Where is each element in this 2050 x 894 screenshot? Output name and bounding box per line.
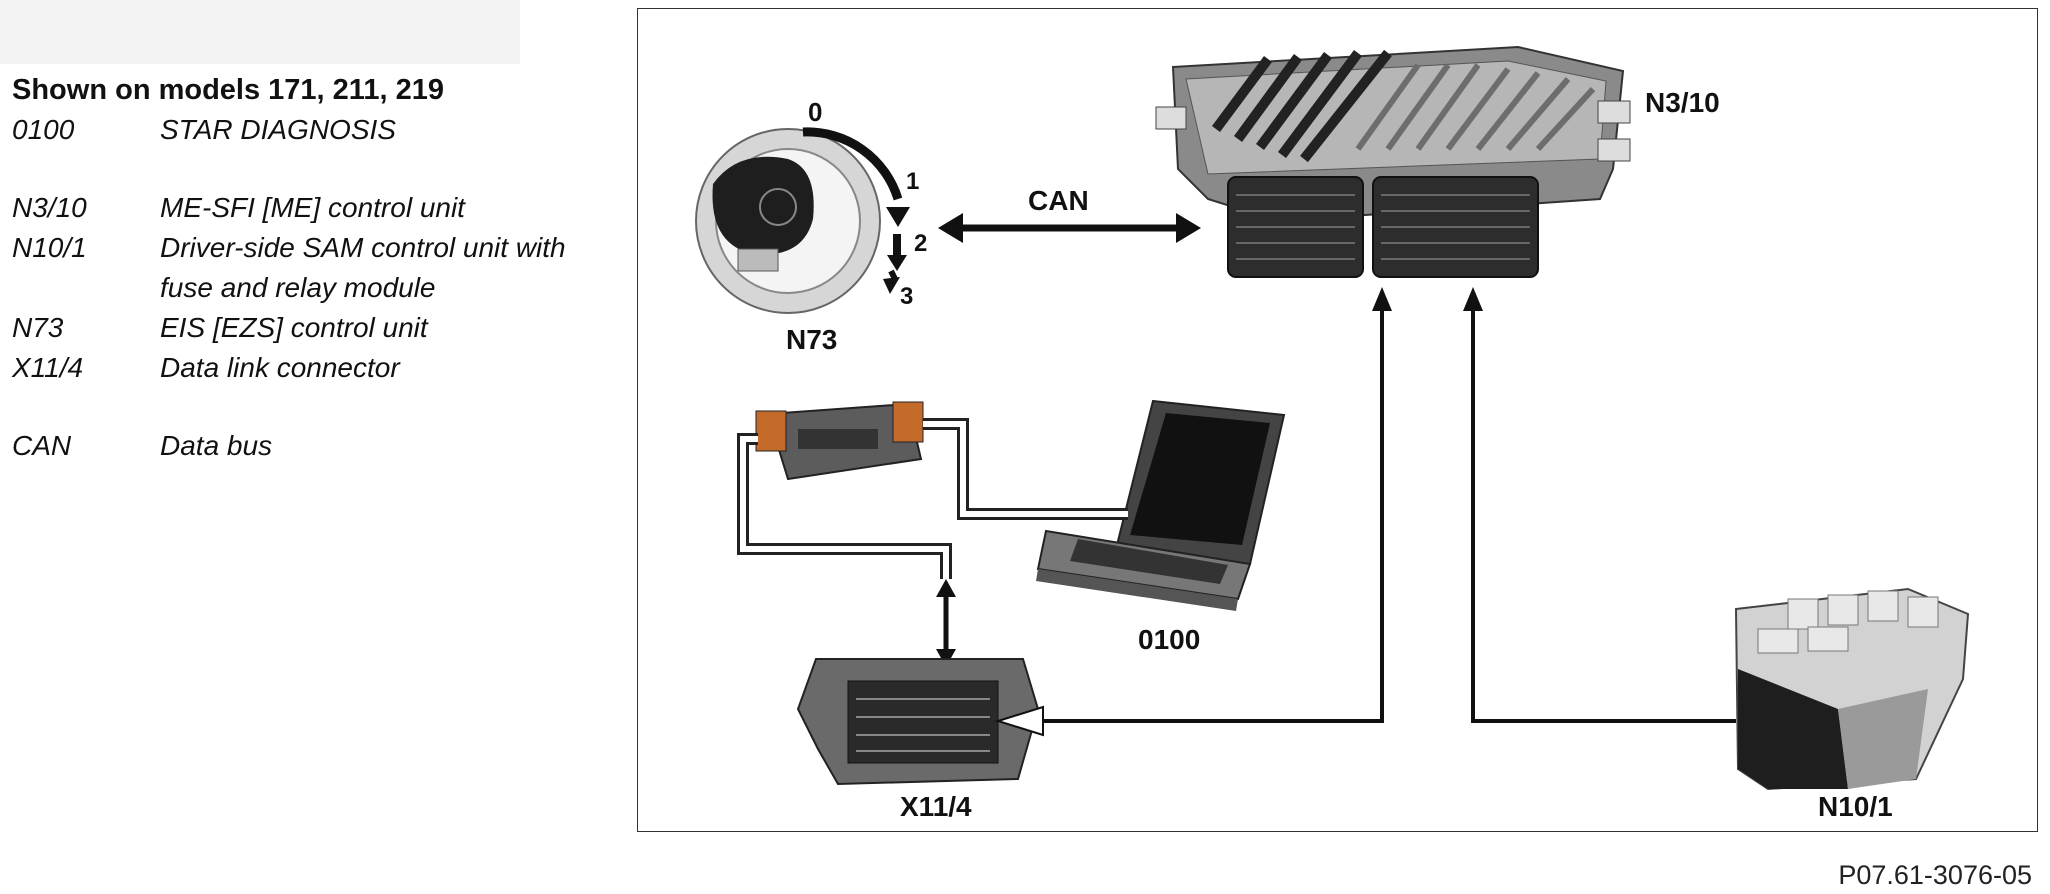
label-key-pos-1: 1 — [906, 168, 919, 195]
legend-desc: STAR DIAGNOSIS — [160, 114, 396, 145]
legend-item-0100: 0100 STAR DIAGNOSIS — [12, 110, 642, 150]
label-key-pos-2: 2 — [914, 230, 927, 257]
legend-code: N3/10 — [12, 192, 87, 223]
label-n73: N73 — [786, 324, 837, 355]
ecu-n3-10 — [1155, 45, 1631, 278]
star-diagnosis-laptop — [1036, 399, 1286, 611]
legend-item-n10-1: N10/1 Driver-side SAM control unit with … — [12, 228, 642, 308]
header-band — [0, 0, 520, 64]
interface-x11-4-arrow — [936, 579, 956, 667]
label-key-pos-0: 0 — [808, 97, 822, 127]
can-label: CAN — [1028, 185, 1089, 216]
label-n10-1: N10/1 — [1818, 791, 1893, 822]
legend-code: CAN — [12, 430, 72, 461]
sam-control-unit-n10-1 — [1734, 587, 1970, 791]
legend-item-n3-10: N3/10 ME-SFI [ME] control unit — [12, 188, 642, 228]
legend: Shown on models 171, 211, 219 0100 STAR … — [12, 66, 642, 466]
legend-item-can: CAN Data bus — [12, 426, 642, 466]
legend-desc: EIS [EZS] control unit — [160, 312, 428, 343]
label-0100: 0100 — [1138, 624, 1200, 655]
legend-code: 0100 — [12, 114, 75, 145]
legend-desc: ME-SFI [ME] control unit — [160, 192, 465, 223]
legend-desc: Data link connector — [160, 352, 400, 383]
legend-desc: Data bus — [160, 430, 273, 461]
legend-desc: Driver-side SAM control unit with fuse a… — [160, 228, 642, 308]
legend-desc-line1: Driver-side SAM control unit with — [160, 232, 566, 263]
label-x11-4: X11/4 — [900, 791, 972, 822]
n10-1-to-n3-10-line — [1463, 287, 1736, 723]
label-n3-10: N3/10 — [1645, 87, 1720, 118]
legend-desc-line2: fuse and relay module — [160, 272, 436, 303]
legend-heading: Shown on models 171, 211, 219 — [12, 74, 444, 106]
legend-code: N73 — [12, 312, 64, 343]
diagram-frame: CAN — [637, 8, 2038, 832]
wiring-diagram: CAN — [695, 45, 1970, 822]
eis-n73 — [695, 127, 910, 314]
legend-item-x11-4: X11/4 Data link connector — [12, 348, 642, 388]
label-key-pos-3: 3 — [900, 283, 913, 310]
legend-code: X11/4 — [12, 352, 84, 383]
legend-gap — [12, 388, 642, 426]
legend-gap — [12, 150, 642, 188]
legend-code: N10/1 — [12, 232, 87, 263]
diagnosis-interface — [755, 401, 924, 481]
figure-reference: P07.61-3076-05 — [1838, 860, 2032, 890]
data-link-connector-x11-4 — [796, 658, 1044, 786]
x11-4-to-n3-10-line — [1043, 287, 1392, 723]
can-bus-arrow — [938, 213, 1201, 243]
legend-item-n73: N73 EIS [EZS] control unit — [12, 308, 642, 348]
